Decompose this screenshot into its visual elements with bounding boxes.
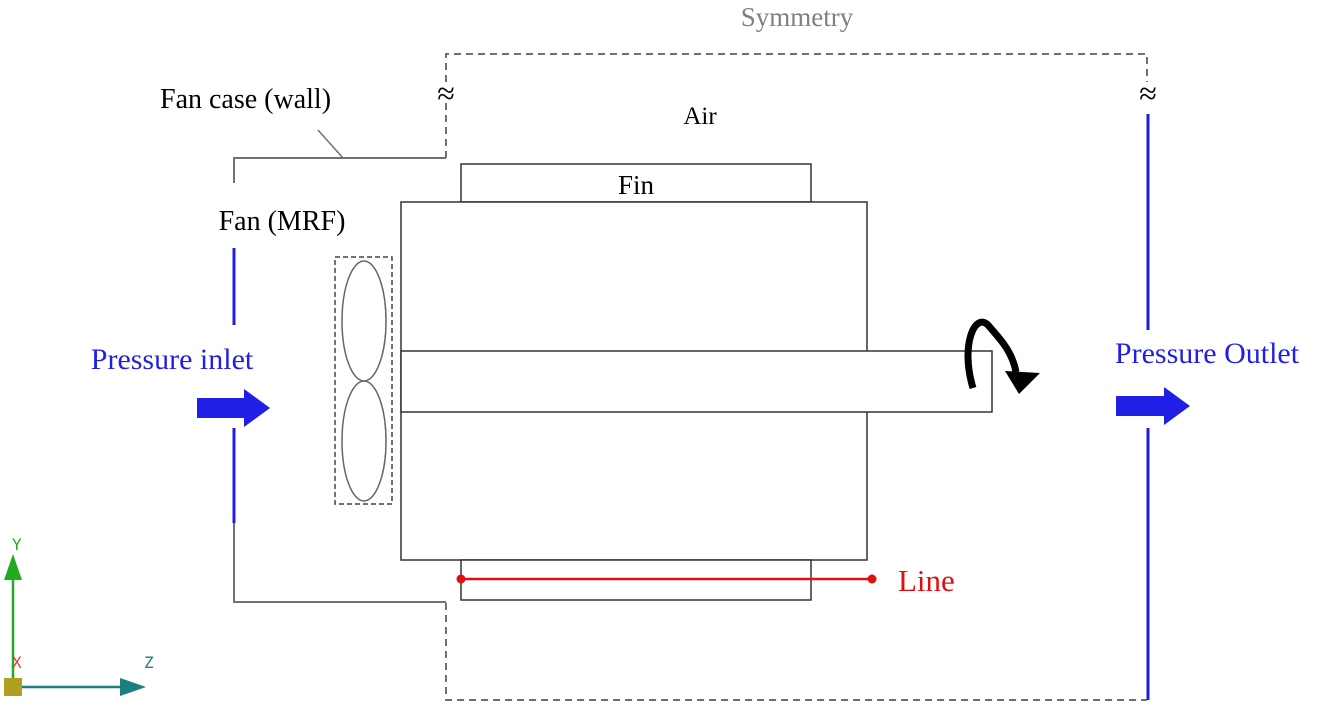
y-axis-label: Y [12, 535, 22, 554]
fin-label: Fin [618, 170, 655, 200]
fan-case-label: Fan case (wall) [160, 84, 331, 115]
break-symbol-right: ≈ [1139, 75, 1157, 111]
pressure-outlet-label: Pressure Outlet [1115, 337, 1300, 370]
x-axis-label: X [12, 653, 22, 672]
measurement-line-start [456, 574, 466, 584]
shaft [400, 350, 993, 413]
symmetry-label: Symmetry [741, 2, 854, 32]
fan-case-wall-top [233, 157, 446, 183]
inlet-arrow-icon [197, 389, 270, 427]
air-label: Air [683, 103, 717, 130]
fan-case-leader-line [317, 129, 344, 159]
clockwise-rotation-arrow-icon [964, 318, 1040, 394]
y-axis-arrowhead [4, 554, 22, 580]
z-axis-arrowhead [120, 678, 146, 696]
fan-case-wall-bottom [233, 523, 446, 603]
axis-triad: Y X Z [4, 535, 154, 696]
fan-mrf-zone [334, 256, 393, 505]
symmetry-boundary [445, 53, 1148, 82]
symmetry-boundary-bottom [445, 603, 1147, 701]
fin-top [460, 163, 812, 203]
fan-blade-lower [341, 380, 387, 502]
fan-label: Fan (MRF) [219, 206, 346, 237]
z-axis-label: Z [144, 653, 154, 672]
fan-blade-upper [341, 260, 387, 382]
origin-marker [4, 678, 22, 696]
measurement-line-end [867, 574, 877, 584]
line-label: Line [898, 563, 955, 598]
outlet-arrow-icon [1116, 387, 1190, 425]
pressure-inlet-label: Pressure inlet [91, 343, 254, 376]
break-symbol-left: ≈ [437, 75, 455, 111]
